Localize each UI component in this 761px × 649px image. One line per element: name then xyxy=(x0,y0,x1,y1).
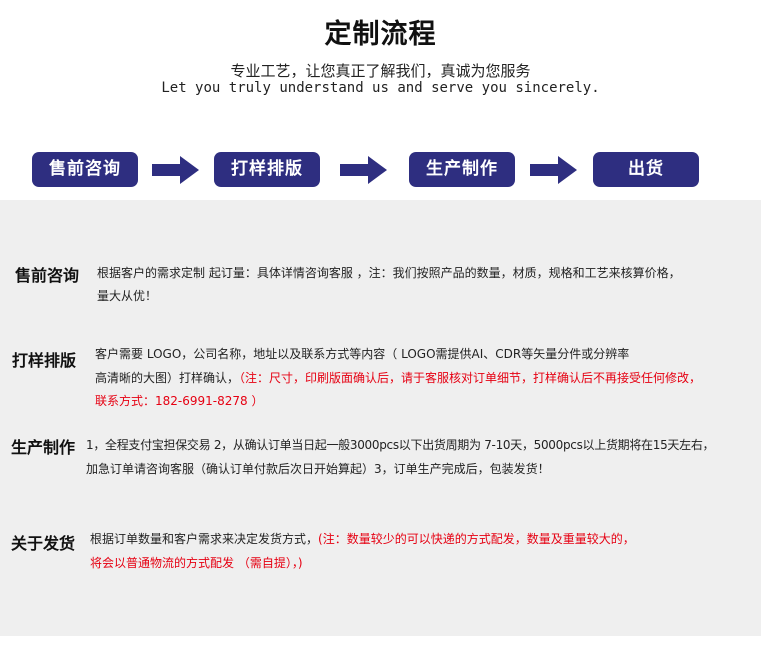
proof-contact-line: 联系方式：182-6991-8278 ） xyxy=(95,394,264,408)
shipping-text-line1-notice: (注：数量较少的可以快递的方式配发，数量及重量较大的， xyxy=(318,532,635,546)
section-label-presale: 售前咨询 xyxy=(15,266,80,285)
production-text-line1: 1，全程支付宝担保交易 2，从确认订单当日起一般3000pcs以下出货周期为 7… xyxy=(86,438,715,452)
step-proof: 打样排版 xyxy=(214,152,320,187)
shipping-text-line1: 根据订单数量和客户需求来决定发货方式，(注：数量较少的可以快递的方式配发，数量及… xyxy=(90,530,635,547)
proof-text-line2: 高清晰的大图）打样确认，（注：尺寸，印刷版面确认后，请于客服核对订单细节，打样确… xyxy=(95,369,701,386)
shipping-text-line1-normal: 根据订单数量和客户需求来决定发货方式， xyxy=(90,532,319,546)
section-label-proof: 打样排版 xyxy=(12,351,77,370)
arrow-right-icon xyxy=(152,155,200,185)
arrow-right-icon xyxy=(340,155,388,185)
process-flow: 售前咨询 打样排版 生产制作 出货 xyxy=(0,152,761,188)
production-text-line2: 加急订单请咨询客服（确认订单付款后次日开始算起）3，订单生产完成后，包装发货！ xyxy=(86,462,550,476)
subtitle-english: Let you truly understand us and serve yo… xyxy=(161,80,600,96)
proof-text-line2-notice: （注：尺寸，印刷版面确认后，请于客服核对订单细节，打样确认后不再接受任何修改， xyxy=(239,371,702,385)
proof-text-line1: 客户需要 LOGO，公司名称，地址以及联系方式等内容（ LOGO需提供AI、CD… xyxy=(95,347,630,361)
details-panel: 售前咨询 根据客户的需求定制 起订量：具体详情咨询客服 ，注：我们按照产品的数量… xyxy=(0,200,761,636)
subtitle-chinese: 专业工艺，让您真正了解我们，真诚为您服务 xyxy=(230,62,531,80)
shipping-text-line2: 将会以普通物流的方式配发 （需自提），) xyxy=(90,556,303,570)
step-production: 生产制作 xyxy=(409,152,515,187)
presale-text-line2: 量大从优！ xyxy=(97,289,158,303)
step-presale: 售前咨询 xyxy=(32,152,138,187)
presale-text-line1: 根据客户的需求定制 起订量：具体详情咨询客服 ，注：我们按照产品的数量，材质，规… xyxy=(97,266,681,280)
proof-text-line2-normal: 高清晰的大图）打样确认， xyxy=(95,371,240,385)
section-label-production: 生产制作 xyxy=(11,438,76,457)
step-shipping: 出货 xyxy=(593,152,699,187)
page-title: 定制流程 xyxy=(324,19,437,50)
section-label-shipping: 关于发货 xyxy=(11,534,76,553)
arrow-right-icon xyxy=(530,155,578,185)
